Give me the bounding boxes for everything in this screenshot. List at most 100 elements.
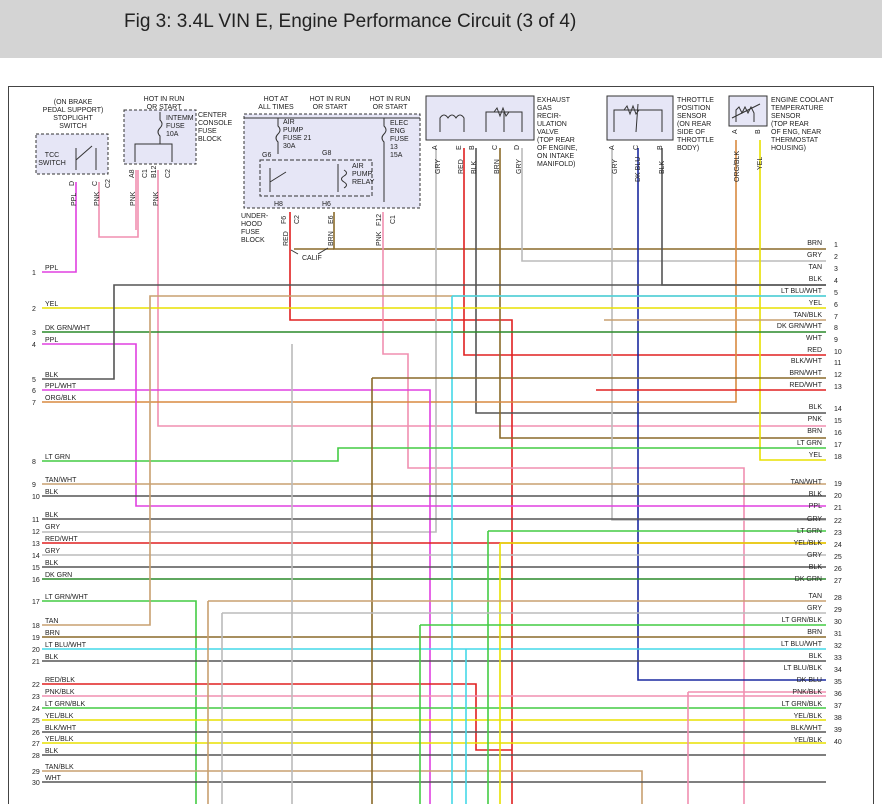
- tcc-label-1: TCC: [45, 152, 59, 159]
- right-row-number: 13: [834, 384, 842, 391]
- right-row-label: BLK/WHT: [791, 358, 823, 365]
- intemm-pin-b12: B12: [151, 165, 158, 178]
- left-row-label: LT BLU/WHT: [45, 642, 87, 649]
- tps-box: [606, 95, 674, 141]
- vlabel-ect-yel: YEL: [757, 157, 764, 170]
- right-row-number: 25: [834, 554, 842, 561]
- right-row-label: LT GRN: [797, 440, 822, 447]
- ect-pin-b: B: [755, 129, 762, 134]
- calif-arrows: [290, 247, 329, 255]
- right-row-label: BLK: [809, 653, 823, 660]
- wire-pnk: [157, 170, 826, 427]
- right-row-label: GRY: [807, 252, 822, 259]
- vlabel-tps-dkblu: DK BLU: [635, 157, 642, 182]
- right-row-number: 19: [834, 481, 842, 488]
- eng-4: 13: [390, 144, 398, 151]
- vlabel-pnk-2: PNK: [130, 191, 137, 206]
- egr-5: VALVE: [537, 129, 559, 136]
- right-row-number: 34: [834, 667, 842, 674]
- tcc-label-2: SWITCH: [38, 160, 66, 167]
- uh-pin-c1: C1: [390, 215, 397, 224]
- left-row-number: 19: [32, 635, 40, 642]
- egr-box: [425, 95, 535, 141]
- left-row-label: RED/WHT: [45, 536, 78, 543]
- left-row-number: 12: [32, 529, 40, 536]
- left-row-number: 21: [32, 659, 40, 666]
- left-row-number: 4: [32, 342, 36, 349]
- right-row-number: 2: [834, 254, 838, 261]
- eng-3: FUSE: [390, 136, 409, 143]
- left-row-label: PNK/BLK: [45, 689, 75, 696]
- right-row-label: GRY: [807, 605, 822, 612]
- wire-yel: [759, 140, 826, 461]
- wire-brn: [333, 212, 826, 250]
- wire-tan: [207, 600, 826, 804]
- intemm-fuse-3: 10A: [166, 131, 179, 138]
- right-row-number: 18: [834, 454, 842, 461]
- left-row-number: 11: [32, 517, 39, 524]
- wire-pnk: [98, 170, 139, 238]
- right-row-number: 1: [834, 242, 838, 249]
- right-row-label: PNK/BLK: [792, 689, 822, 696]
- left-row-label: TAN: [45, 618, 58, 625]
- stoplight-pin-c: C: [92, 181, 99, 186]
- right-row-label: DK GRN: [795, 576, 822, 583]
- ect-5: OF ENG, NEAR: [771, 129, 821, 136]
- tps-6: THROTTLE: [677, 137, 714, 144]
- right-row-label: TAN: [809, 593, 822, 600]
- left-row-label: ORG/BLK: [45, 395, 76, 402]
- right-row-number: 24: [834, 542, 842, 549]
- right-row-label: YEL: [809, 452, 822, 459]
- left-row-label: GRY: [45, 524, 60, 531]
- right-row-label: RED/WHT: [789, 382, 822, 389]
- wire-ltgrn: [42, 447, 826, 462]
- right-row-label: BRN: [807, 428, 822, 435]
- right-row-number: 40: [834, 739, 842, 746]
- intemm-fuse-1: INTEMM: [166, 115, 194, 122]
- left-row-number: 1: [32, 270, 36, 277]
- right-row-label: YEL/BLK: [794, 713, 823, 720]
- egr-pin-e: E: [456, 145, 463, 150]
- right-row-number: 38: [834, 715, 842, 722]
- intemm-side-4: BLOCK: [198, 136, 222, 143]
- right-row-label: LT BLU/BLK: [784, 665, 823, 672]
- stoplight-label-1: (ON BRAKE: [54, 99, 93, 106]
- egr-3: RECIR-: [537, 113, 562, 120]
- left-row-label: BLK: [45, 512, 59, 519]
- left-row-number: 17: [32, 599, 40, 606]
- wire-brn: [371, 377, 826, 804]
- ect-box: [728, 95, 768, 127]
- left-row-label: YEL/BLK: [45, 736, 74, 743]
- right-row-number: 3: [834, 266, 838, 273]
- right-row-label: WHT: [806, 335, 823, 342]
- left-row-label: BLK: [45, 748, 59, 755]
- ect-1: ENGINE COOLANT: [771, 97, 834, 104]
- uh-pin-e6: E6: [328, 215, 335, 224]
- airpump-3: FUSE 21: [283, 135, 312, 142]
- right-row-number: 36: [834, 691, 842, 698]
- left-row-number: 7: [32, 400, 36, 407]
- right-row-label: LT BLU/WHT: [781, 288, 823, 295]
- egr-symbol: [439, 106, 523, 132]
- egr-pin-d: D: [514, 145, 521, 150]
- left-row-number: 24: [32, 706, 40, 713]
- left-row-number: 25: [32, 718, 40, 725]
- uh-side-4: BLOCK: [241, 237, 265, 244]
- wire-tan: [42, 770, 643, 804]
- wire-blk: [42, 284, 826, 380]
- egr-8: ON INTAKE: [537, 153, 575, 160]
- uh-head3-1: HOT IN RUN: [370, 96, 411, 103]
- intemm-pin-a8: A8: [129, 169, 136, 178]
- left-row-label: BLK: [45, 489, 59, 496]
- uh-side-3: FUSE: [241, 229, 260, 236]
- left-row-number: 10: [32, 494, 40, 501]
- egr-valve: EXHAUST GAS RECIR- ULATION VALVE (TOP RE…: [425, 95, 578, 168]
- left-row-label: PPL: [45, 265, 58, 272]
- left-row-number: 6: [32, 388, 36, 395]
- stoplight-label-4: SWITCH: [59, 123, 87, 130]
- right-row-label: LT GRN/BLK: [782, 617, 823, 624]
- center-console-fuse-block: HOT IN RUN OR START CENTER CONSOLE FUSE …: [123, 96, 233, 178]
- wire-gry: [221, 612, 826, 804]
